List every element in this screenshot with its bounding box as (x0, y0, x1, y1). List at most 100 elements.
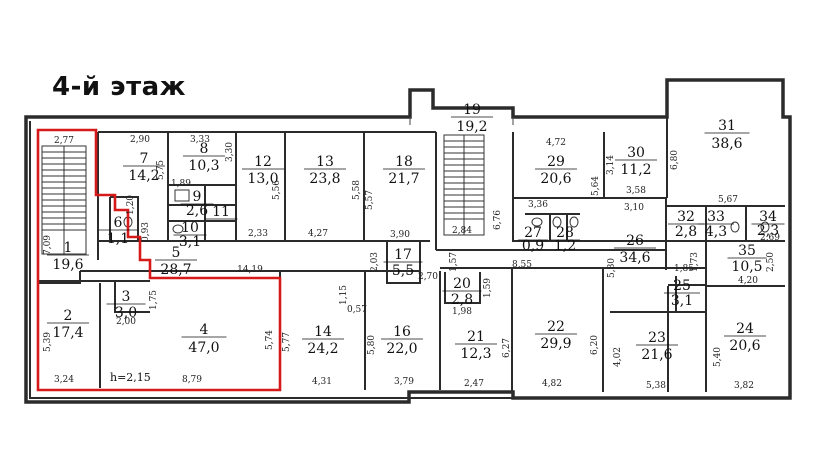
dimension-label: 14,19 (237, 265, 263, 275)
room-area: 0,9 (522, 238, 544, 254)
dimension-label: 3,30 (225, 142, 235, 162)
dimension-label: 4,02 (613, 347, 623, 367)
room-number: 21 (467, 329, 485, 345)
room-area: 24,2 (307, 341, 338, 357)
dimension-label: 5,58 (352, 180, 362, 200)
room-area: 23,8 (309, 171, 340, 187)
room-number: 22 (547, 319, 565, 335)
dimension-label: 5,77 (282, 332, 292, 352)
dimension-label: 8,55 (512, 260, 532, 270)
interior-walls (38, 117, 785, 392)
dimension-label: 6,20 (590, 335, 600, 355)
exterior-walls (24, 78, 792, 404)
room-area: 34,6 (619, 250, 650, 266)
room-number: 6 (114, 215, 123, 231)
room-area: 20,6 (729, 338, 760, 354)
staircase-19 (443, 134, 485, 236)
room-area: 2,8 (451, 292, 473, 308)
dimension-label: 1,75 (149, 290, 159, 310)
dimension-label: 3,14 (606, 155, 616, 175)
dimension-label: 7,09 (43, 235, 53, 255)
room-area: 10,3 (188, 158, 219, 174)
dimension-label: 5,74 (265, 330, 275, 350)
room-number: 10 (181, 220, 199, 236)
dimension-label: 3,79 (394, 377, 414, 387)
dimension-label: 1,20 (126, 195, 136, 215)
room-area: 21,7 (388, 171, 419, 187)
dimension-label: 3,10 (624, 203, 644, 213)
room-area: 2,8 (675, 224, 697, 240)
room-area: 21,6 (641, 347, 672, 363)
ceiling-height-note: h=2,15 (110, 371, 151, 384)
room-area: 29,9 (540, 336, 571, 352)
dimension-label: 8,79 (182, 375, 202, 385)
room-area: 22,0 (386, 341, 417, 357)
dimension-label: 2,50 (766, 252, 776, 272)
room-number: 25 (673, 278, 691, 294)
room-area: 3,1 (179, 234, 201, 250)
dimension-label: 2,90 (130, 135, 150, 145)
dimension-label: 1,73 (690, 252, 700, 272)
dimension-label: 3,24 (54, 375, 74, 385)
room-area: 10,5 (731, 259, 762, 275)
room-area: 2,3 (757, 223, 779, 239)
dimension-label: 2,33 (248, 229, 268, 239)
room-area: 20,6 (540, 171, 571, 187)
room-number: 1 (64, 240, 73, 256)
room-number: 32 (677, 209, 695, 225)
room-area: 17,4 (52, 325, 83, 341)
dimension-label: 1,57 (449, 252, 459, 272)
dimension-label: 5,67 (718, 195, 738, 205)
dimension-label: 0,57 (347, 305, 367, 315)
room-area: 13,0 (247, 171, 278, 187)
room-number: 16 (393, 324, 411, 340)
dimension-label: 1,89 (171, 179, 191, 189)
room-area: 2,6 (186, 203, 208, 219)
dimension-label: 2,84 (452, 226, 472, 236)
dimension-label: 0,93 (141, 222, 151, 242)
dimension-label: 3,58 (626, 186, 646, 196)
room-labels: 119,6217,433,0447,0528,761,1714,2810,392… (47, 102, 785, 363)
room-area: 5,5 (392, 263, 414, 279)
dimension-label: 5,80 (607, 258, 617, 278)
dimension-label: 5,80 (367, 335, 377, 355)
room-number: 30 (627, 145, 645, 161)
dimension-label: 2,47 (464, 379, 484, 389)
dimension-label: 4,82 (542, 379, 562, 389)
room-number: 14 (314, 324, 332, 340)
room-area: 3,1 (671, 293, 693, 309)
room-area: 1,2 (554, 238, 576, 254)
room-number: 26 (626, 233, 644, 249)
room-area: 47,0 (188, 340, 219, 356)
room-number: 17 (394, 247, 412, 263)
room-number: 5 (172, 245, 181, 261)
dimension-label: 2,00 (116, 317, 136, 327)
room-area: 28,7 (160, 262, 191, 278)
dimension-label: 1,15 (339, 285, 349, 305)
dimension-label: 2,69 (760, 233, 780, 243)
room-number: 27 (524, 225, 542, 241)
dimension-label: 3,90 (390, 230, 410, 240)
room-number: 35 (738, 243, 756, 259)
floor-title: 4-й этаж (52, 72, 187, 102)
room-area: 19,2 (456, 119, 487, 135)
dimension-label: 5,57 (365, 190, 375, 210)
dimension-label: 5,56 (272, 180, 282, 200)
dimension-label: 6,76 (493, 210, 503, 230)
dimension-label: 3,82 (734, 381, 754, 391)
room-number: 31 (718, 118, 736, 134)
staircase-1 (41, 145, 87, 255)
dimension-label: 4,72 (546, 138, 566, 148)
room-area: 14,2 (128, 168, 159, 184)
room-number: 24 (736, 321, 754, 337)
room-area: 19,6 (52, 257, 83, 273)
dimension-label: 5,39 (43, 332, 53, 352)
room-area: 38,6 (711, 136, 742, 152)
dimension-label: 6,27 (502, 338, 512, 358)
dimension-label: 4,27 (308, 229, 328, 239)
dimension-labels: 2,77 2,90 3,33 3,30 5,75 5,56 5,58 5,57 … (43, 135, 780, 391)
room-number: 28 (556, 225, 574, 241)
room-area: 3,0 (115, 305, 137, 321)
room-area: 1,1 (107, 231, 129, 247)
room-number: 33 (707, 209, 725, 225)
